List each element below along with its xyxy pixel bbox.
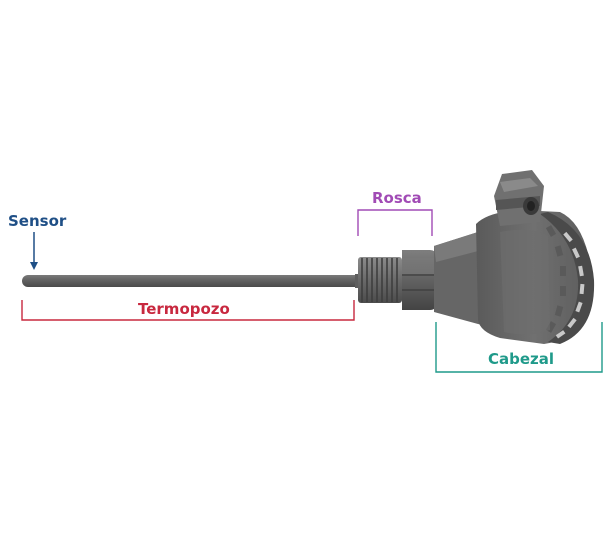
cabezal-label: Cabezal	[488, 350, 554, 368]
hex-nut	[402, 250, 436, 310]
sensor-callout: Sensor	[8, 212, 67, 270]
rosca-label: Rosca	[372, 189, 422, 207]
connection-head	[434, 170, 595, 344]
termopozo-label: Termopozo	[138, 300, 230, 318]
cabezal-callout: Cabezal	[435, 322, 603, 373]
sensor-label: Sensor	[8, 212, 67, 230]
thread-rosca	[358, 257, 402, 303]
rosca-callout: Rosca	[357, 189, 433, 236]
thermowell-rod	[22, 274, 369, 288]
termopozo-callout: Termopozo	[21, 300, 355, 321]
arrow-down-icon	[30, 262, 38, 270]
